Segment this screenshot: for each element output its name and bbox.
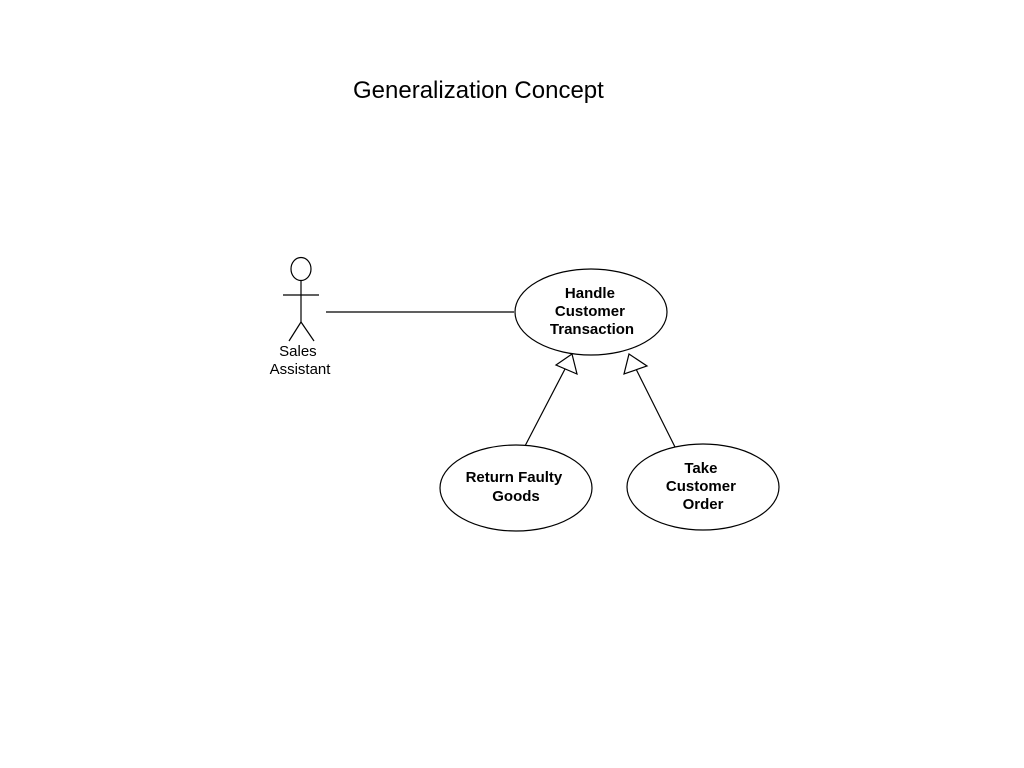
- use-case-ellipse: [439, 444, 593, 532]
- use-case-label-line-3: Transaction: [550, 321, 634, 338]
- use-case-label-line-2: Customer: [666, 478, 736, 495]
- use-case-label-line-1: Return Faulty: [466, 469, 563, 486]
- generalization-line-take-order: [635, 368, 676, 448]
- use-case-ellipse: [626, 443, 780, 531]
- use-case-label: Handle Customer Transaction: [550, 285, 634, 338]
- use-case-handle-customer-transaction: Handle Customer Transaction: [514, 268, 668, 356]
- diagram-title: Generalization Concept: [353, 77, 604, 104]
- use-case-label-line-2: Goods: [492, 488, 540, 505]
- use-case-label-line-3: Order: [683, 496, 724, 513]
- use-case-label-line-2: Customer: [555, 303, 625, 320]
- actor-label: Sales Assistant: [270, 343, 332, 378]
- use-case-return-faulty-goods: Return Faulty Goods: [439, 444, 593, 532]
- use-case-label-line-1: Take: [684, 460, 717, 477]
- actor-label-line-2: Assistant: [270, 361, 332, 378]
- generalization-arrowhead-take-order: [623, 353, 649, 375]
- generalization-line-return-goods: [524, 368, 566, 447]
- use-case-label-line-1: Handle: [565, 285, 615, 302]
- generalization-arrowhead-return-goods: [554, 353, 578, 376]
- use-case-ellipse: [514, 268, 668, 356]
- actor-label-line-1: Sales: [279, 343, 317, 360]
- actor-head: [290, 256, 312, 282]
- use-case-label: Take Customer Order: [666, 460, 740, 513]
- actor-right-leg: [300, 321, 315, 342]
- use-case-take-customer-order: Take Customer Order: [626, 443, 780, 531]
- use-case-label: Return Faulty Goods: [466, 469, 567, 505]
- actor-sales-assistant: Sales Assistant: [270, 256, 332, 378]
- actor-left-leg: [288, 321, 302, 342]
